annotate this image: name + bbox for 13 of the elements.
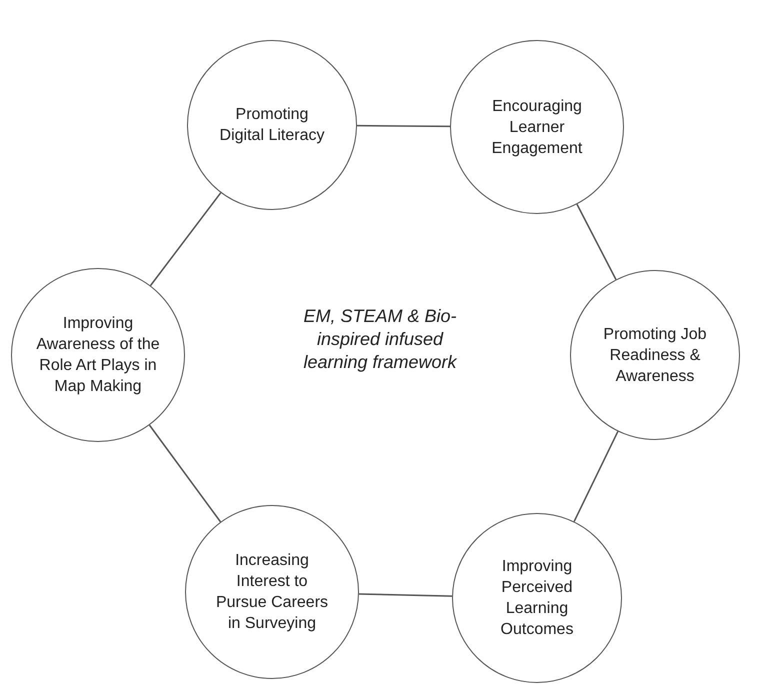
node-text: Improving Awareness of the Role Art Plays in Map Making [35, 314, 161, 397]
connector-line [576, 204, 617, 280]
connector-line [150, 192, 222, 286]
node-text: Promoting Job Readiness & Awareness [602, 324, 708, 386]
node-text: Promoting Digital Literacy [218, 105, 326, 146]
node-text: Increasing Interest to Pursue Careers in Surveying [214, 551, 330, 634]
connector-line [573, 431, 619, 522]
connector-line [148, 424, 222, 522]
connector-line [358, 593, 452, 597]
center-title: EM, STEAM & Bio-inspired infused learning framework [302, 305, 458, 374]
connector-line [357, 124, 450, 128]
node-text: Encouraging Learner Engagement [490, 96, 584, 158]
node-text: Improving Perceived Learning Outcomes [500, 557, 574, 640]
